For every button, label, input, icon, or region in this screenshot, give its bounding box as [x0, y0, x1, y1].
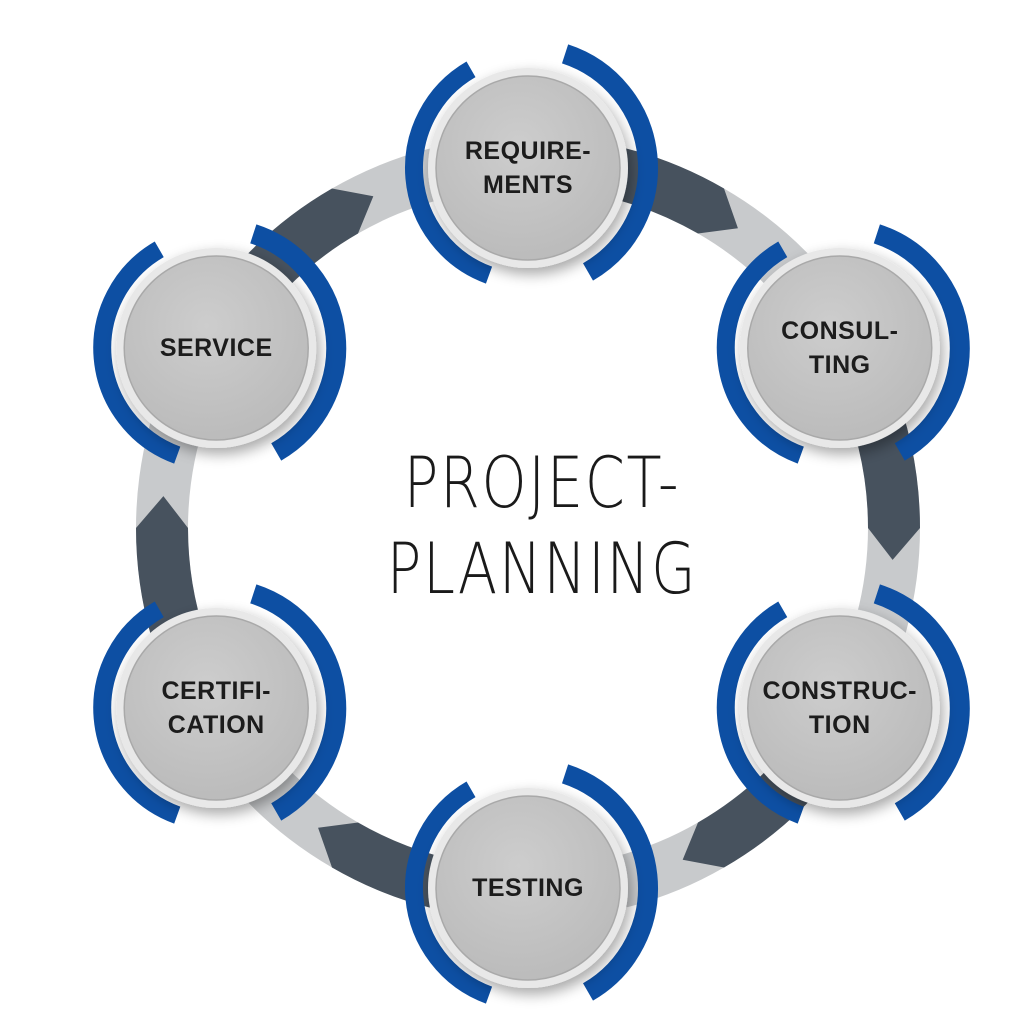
stage-nodes [93, 44, 970, 1004]
node-disc [435, 795, 621, 981]
node-disc [435, 75, 621, 261]
stage-label-line: SERVICE [159, 334, 273, 362]
stage-label-line: CONSTRUC- [762, 677, 918, 705]
stage-label-consulting: CONSUL- TING [745, 314, 935, 382]
swoosh-arc [405, 781, 493, 1004]
stage-node-testing [405, 764, 658, 1004]
swoosh-arc [250, 584, 347, 821]
page-title: PROJECT- PLANNING [353, 440, 730, 612]
stage-label-line: CERTIFI- [161, 677, 271, 705]
node-disc [123, 615, 309, 801]
node-disc [747, 255, 933, 441]
stage-label-line: CONSUL- [781, 317, 899, 345]
stage-label-construction: CONSTRUC- TION [745, 674, 935, 742]
stage-node-certification [93, 584, 347, 824]
stage-label-line: MENTS [483, 171, 573, 199]
title-line-2: PLANNING [386, 528, 698, 610]
stage-node-service [93, 224, 347, 464]
stage-node-consulting [716, 224, 970, 464]
swoosh-arc [561, 44, 658, 281]
stage-label-line: REQUIRE- [464, 137, 592, 165]
swoosh-arc [873, 224, 970, 461]
stage-label-line: TESTING [472, 874, 584, 902]
swoosh-arc [250, 224, 347, 461]
stage-label-certification: CERTIFI- CATION [121, 674, 311, 742]
stage-label-service: SERVICE [121, 331, 311, 365]
node-disc [747, 615, 933, 801]
stage-label-line: CATION [167, 711, 265, 739]
stage-label-line: TING [808, 351, 871, 379]
stage-node-requirements [405, 44, 658, 284]
swoosh-arc [716, 241, 804, 464]
stage-node-construction [716, 584, 970, 824]
stage-label-line: TION [808, 711, 871, 739]
node-disc [123, 255, 309, 441]
swoosh-arc [93, 601, 181, 824]
stage-label-testing: TESTING [433, 871, 623, 905]
swoosh-arc [873, 584, 970, 821]
swoosh-arc [405, 61, 493, 284]
swoosh-arc [93, 241, 181, 464]
title-line-1: PROJECT- [403, 442, 681, 524]
swoosh-arc [716, 601, 804, 824]
swoosh-arc [561, 764, 658, 1001]
stage-label-requirements: REQUIRE- MENTS [433, 134, 623, 202]
